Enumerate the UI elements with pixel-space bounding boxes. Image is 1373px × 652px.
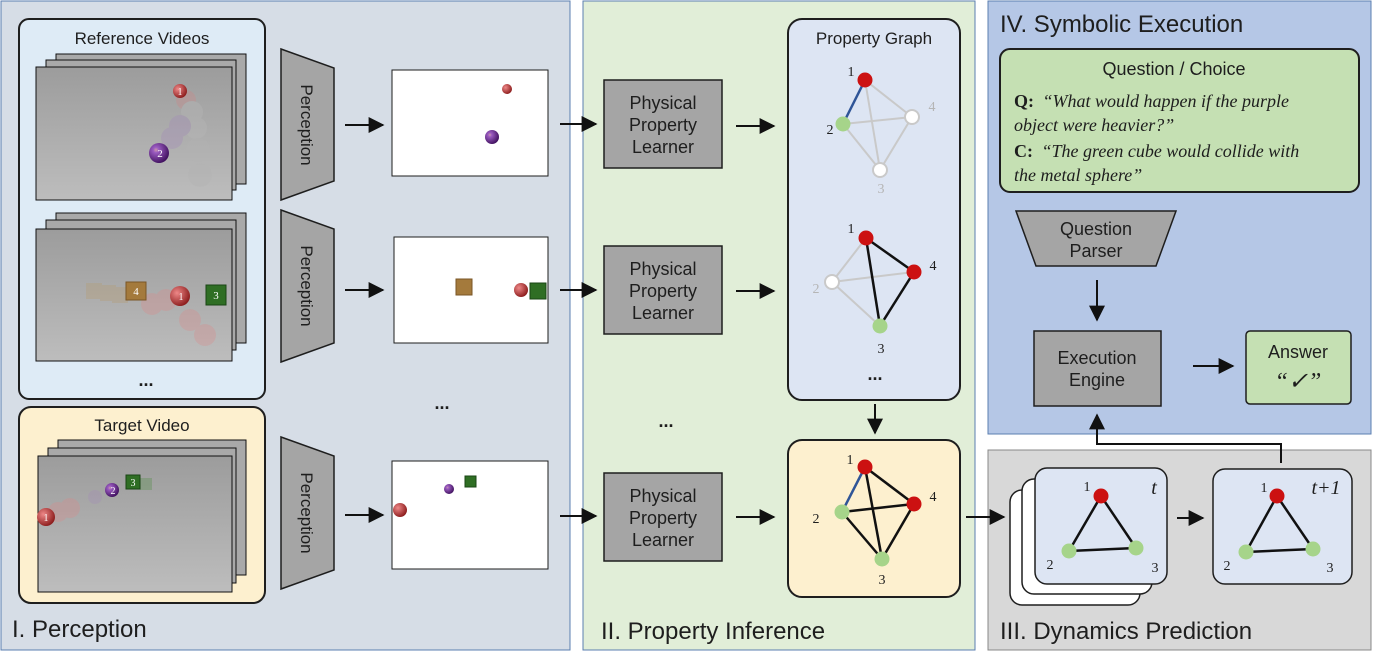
svg-text:Physical: Physical	[629, 486, 696, 506]
ref2-green-cube	[205, 284, 227, 306]
target-video-title: Target Video	[94, 416, 189, 435]
ref1-mark-1: 1	[178, 87, 183, 98]
ref2-mark-1: 1	[179, 292, 184, 303]
svg-text:2: 2	[1047, 558, 1054, 573]
svg-text:Engine: Engine	[1069, 370, 1125, 390]
target-green-cube	[125, 474, 141, 490]
property-graph-box	[787, 18, 961, 401]
svg-text:3: 3	[1152, 561, 1159, 576]
svg-text:3: 3	[878, 182, 885, 197]
question-choice-box	[999, 48, 1360, 193]
choice-text: C: “The green cube would collide with	[1014, 141, 1299, 161]
dynamics-graph-t-plus-1: 1 2 3 t+1	[1212, 468, 1353, 585]
dynamics-graph-t: 1 2 3 t	[1009, 467, 1168, 606]
reference-video-2: 4 1 3	[35, 212, 247, 362]
object-frame-3	[391, 460, 549, 570]
svg-text:4: 4	[930, 259, 937, 274]
ref1-motion-trail	[161, 90, 212, 187]
ref2-red-ball	[170, 286, 190, 306]
svg-text:Physical: Physical	[629, 93, 696, 113]
ref1-mark-2: 2	[157, 148, 163, 160]
svg-text:Property: Property	[629, 115, 697, 135]
execution-engine: Execution Engine	[1033, 330, 1162, 407]
svg-text:2: 2	[827, 123, 834, 138]
reference-videos-title: Reference Videos	[75, 29, 210, 48]
question-text: Q: “What would happen if the purple	[1014, 91, 1289, 111]
perception-module-2: Perception	[280, 208, 335, 364]
perception-label-3: Perception	[297, 472, 316, 553]
frames-ellipsis: ...	[434, 393, 449, 413]
dynamics-prediction-panel-title: III. Dynamics Prediction	[1000, 618, 1252, 645]
time-label-t: t	[1151, 477, 1157, 499]
svg-text:2: 2	[813, 512, 820, 527]
ref2-brown-cube	[125, 281, 147, 301]
property-graph-1: 1 2 3 4	[827, 65, 936, 197]
svg-text:1: 1	[848, 222, 855, 237]
property-graph-2: 1 2 3 4	[813, 222, 937, 357]
svg-text:2: 2	[1224, 559, 1231, 574]
property-graph-title: Property Graph	[816, 29, 932, 48]
svg-text:2: 2	[813, 282, 820, 297]
perception-label-2: Perception	[297, 245, 316, 326]
svg-text:Question: Question	[1060, 219, 1132, 239]
svg-text:1: 1	[1084, 480, 1091, 495]
svg-text:Parser: Parser	[1069, 241, 1122, 261]
question-parser: Question Parser	[1014, 210, 1178, 267]
svg-text:3: 3	[879, 573, 886, 588]
ref2-mark-3: 3	[213, 290, 219, 302]
fused-property-graph: 1 2 3 4	[813, 453, 937, 588]
question-choice-title: Question / Choice	[1102, 59, 1245, 79]
property-learner-2: Physical Property Learner	[603, 245, 723, 335]
perception-module-1: Perception	[280, 47, 335, 202]
target-mark-3: 3	[131, 478, 136, 489]
arrow-dynamics-to-engine	[1089, 413, 1282, 463]
question-text-line2: object were heavier?”	[1014, 115, 1174, 135]
object-frame-2	[393, 236, 549, 344]
perception-label-1: Perception	[297, 84, 316, 165]
svg-text:Learner: Learner	[632, 137, 694, 157]
svg-text:4: 4	[929, 100, 936, 115]
perception-module-3: Perception	[280, 435, 335, 591]
svg-text:4: 4	[930, 490, 937, 505]
target-purple-ball	[105, 483, 119, 497]
reference-video-1: 1 2	[35, 53, 247, 201]
target-video: 1 2 3	[37, 439, 247, 593]
symbolic-execution-panel-title: IV. Symbolic Execution	[1000, 11, 1243, 38]
svg-text:Learner: Learner	[632, 530, 694, 550]
svg-text:Property: Property	[629, 508, 697, 528]
ref2-mark-4: 4	[133, 286, 139, 298]
svg-text:1: 1	[848, 65, 855, 80]
property-learner-3: Physical Property Learner	[603, 472, 723, 562]
target-mark-2: 2	[111, 486, 116, 497]
svg-text:Answer: Answer	[1268, 342, 1328, 362]
svg-text:3: 3	[878, 342, 885, 357]
target-red-ball	[37, 508, 55, 526]
svg-text:Physical: Physical	[629, 259, 696, 279]
object-frame-1	[391, 69, 549, 177]
svg-text:Execution: Execution	[1057, 348, 1136, 368]
learners-ellipsis: ...	[658, 411, 673, 431]
property-inference-panel-title: II. Property Inference	[601, 618, 825, 645]
reference-videos-ellipsis: ...	[138, 370, 153, 390]
answer-box: Answer “✓”	[1245, 330, 1352, 405]
target-mark-1: 1	[44, 513, 49, 524]
answer-value: “✓”	[1275, 369, 1322, 395]
choice-text-line2: the metal sphere”	[1014, 165, 1142, 185]
ref1-purple-ball	[149, 143, 169, 163]
perception-panel-title: I. Perception	[12, 616, 147, 643]
svg-text:Learner: Learner	[632, 303, 694, 323]
svg-text:1: 1	[1261, 481, 1268, 496]
ref1-red-ball	[173, 84, 187, 98]
time-label-t-plus-1: t+1	[1311, 477, 1340, 499]
property-graph-ellipsis: ...	[867, 364, 882, 384]
property-learner-1: Physical Property Learner	[603, 79, 723, 169]
svg-text:3: 3	[1327, 561, 1334, 576]
svg-text:1: 1	[847, 453, 854, 468]
svg-text:Property: Property	[629, 281, 697, 301]
